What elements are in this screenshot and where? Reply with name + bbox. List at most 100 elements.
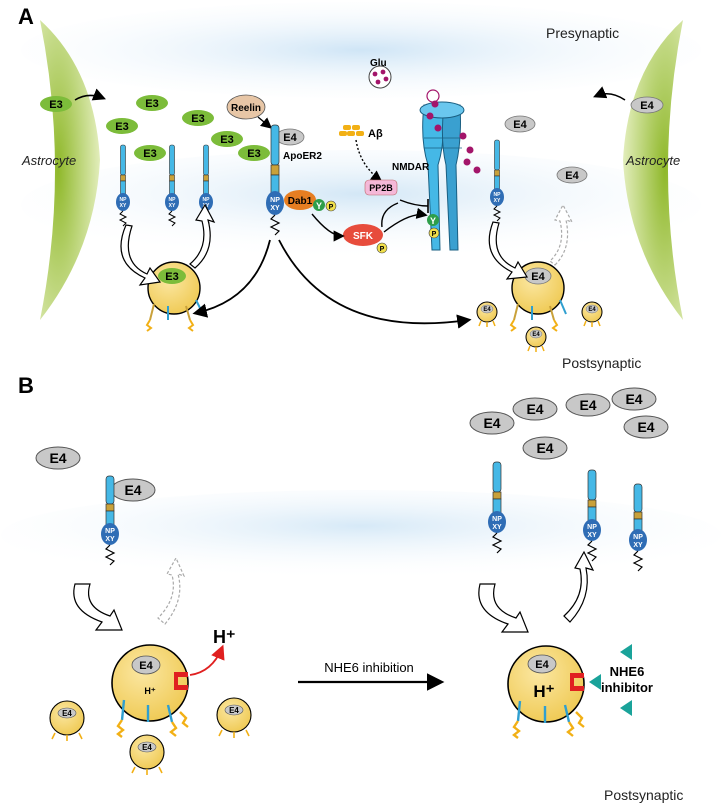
svg-text:E4: E4 [483, 415, 500, 431]
endosome-b-left: E4 H⁺ [111, 644, 189, 738]
svg-text:E3: E3 [49, 99, 62, 111]
small-endosome-b1: E4 [49, 700, 85, 741]
e4-apoe-r2: E4 [504, 115, 536, 133]
npxy-motif-bottom: XY [169, 203, 176, 209]
restored-recycling-arrow-b [563, 550, 595, 623]
svg-text:Y: Y [316, 201, 322, 211]
e4-b5: E4 [565, 393, 611, 417]
small-endosome-b2: E4 [216, 697, 252, 738]
npxy-motif-top: NP [169, 197, 177, 203]
e4-b7: E4 [522, 436, 568, 460]
svg-text:SFK: SFK [353, 231, 374, 242]
nmdar-label: NMDAR [392, 162, 430, 173]
svg-text:E4: E4 [513, 119, 527, 131]
nhe6-exchanger-right [570, 673, 584, 691]
apoer2-label: ApoER2 [283, 151, 322, 162]
svg-text:PP2B: PP2B [369, 183, 393, 193]
npxy-motif-bottom: XY [105, 536, 115, 543]
panel-b-label: B [18, 373, 34, 398]
e3-apoe-7: E3 [238, 145, 270, 161]
postsynaptic-membrane [21, 150, 701, 260]
npxy-motif-top: NP [270, 197, 280, 204]
endocytosis-arrow-b-left [73, 583, 123, 631]
astrocyte-left-secretion-arrow [74, 88, 106, 101]
svg-text:E4: E4 [283, 132, 297, 144]
e3-apoe-3: E3 [106, 118, 138, 134]
npxy-motif-bottom: XY [494, 198, 501, 204]
npxy-motif-bottom: XY [120, 203, 127, 209]
svg-text:E4: E4 [579, 397, 596, 413]
e4-b3: E4 [469, 411, 515, 435]
small-e4-endosomes-b: E4 E4 E4 [49, 697, 252, 775]
impaired-recycling-arrow-right [549, 203, 574, 266]
e4-b4: E4 [512, 397, 558, 421]
svg-text:P: P [380, 246, 385, 253]
h-plus-efflux-label: H⁺ [213, 627, 236, 647]
npxy-motif-bottom: XY [587, 532, 597, 539]
svg-text:E4: E4 [124, 482, 141, 498]
small-e4-endosomes-a: E4 E4 E4 [476, 301, 603, 352]
svg-text:E4: E4 [142, 743, 152, 752]
svg-text:E4: E4 [531, 271, 545, 283]
nhe6-inhibitor-label-line1: NHE6 [610, 664, 645, 679]
e4-apoe-b-left: E4 E4 [35, 446, 156, 502]
receptor-to-e4-endosome-arrow [278, 239, 472, 329]
sfk-nmdar-arrow [383, 207, 428, 233]
abeta-pp2b-arrow [355, 139, 383, 182]
svg-text:E4: E4 [535, 659, 549, 671]
svg-text:E4: E4 [625, 391, 642, 407]
nhe6-inhibition-label: NHE6 inhibition [324, 660, 414, 675]
e4-apoe-r3: E4 [556, 166, 588, 184]
svg-text:P: P [432, 231, 437, 238]
sfk-kinase: SFK P [343, 224, 388, 254]
small-endosome-3: E4 [525, 326, 547, 352]
e4-apoe-b-right: E4 E4 E4 E4 E4 E4 [469, 387, 669, 460]
e3-apoe-2: E3 [136, 95, 168, 111]
glutamate-dots [426, 89, 481, 174]
pp2b-inhibit-line [399, 199, 429, 207]
endocytosis-arrow-b-right [478, 583, 529, 633]
postsynaptic-membrane-b [1, 490, 721, 580]
svg-text:E4: E4 [483, 307, 491, 313]
svg-text:E4: E4 [229, 706, 239, 715]
small-endosome-2: E4 [581, 301, 603, 327]
npxy-motif-bottom: XY [492, 524, 502, 531]
small-endosome-1: E4 [476, 301, 498, 327]
h-plus-trapped: H⁺ [533, 682, 554, 701]
svg-text:E4: E4 [62, 709, 72, 718]
npxy-motif-top: NP [120, 197, 128, 203]
astrocyte-right-label: Astrocyte [625, 153, 680, 168]
npxy-motif-top: NP [203, 197, 211, 203]
presynaptic-membrane [21, 2, 701, 98]
npxy-motif-top: NP [492, 516, 502, 523]
svg-text:E4: E4 [139, 660, 153, 672]
svg-text:P: P [329, 204, 334, 211]
npxy-motif-top: NP [494, 192, 502, 198]
receptor-to-e3-endosome-arrow [192, 239, 271, 318]
small-endosome-b3: E4 [129, 734, 165, 775]
e4-b8: E4 [623, 415, 669, 439]
e4-apoe-r1: E4 [630, 96, 664, 114]
svg-text:E3: E3 [143, 148, 156, 160]
endosome-e3: E3 [145, 261, 205, 332]
svg-text:E4: E4 [536, 440, 553, 456]
npxy-motif-top: NP [587, 524, 597, 531]
nhe6-inhibitor-label-line2: inhibitor [601, 680, 653, 695]
proton-efflux-arrow [189, 644, 225, 676]
reelin-molecule: Reelin [226, 94, 266, 120]
reelin-binding-arrow [257, 116, 273, 129]
sfk-inhibit-pp2b [381, 202, 399, 228]
dab1-sfk-arrow [311, 213, 345, 242]
svg-text:E4: E4 [588, 307, 596, 313]
svg-text:E3: E3 [191, 113, 204, 125]
recycling-arrow-left [189, 203, 216, 269]
svg-text:E3: E3 [145, 98, 158, 110]
svg-text:Y: Y [430, 216, 436, 226]
e3-apoe-5: E3 [211, 131, 243, 147]
svg-text:E4: E4 [532, 332, 540, 338]
